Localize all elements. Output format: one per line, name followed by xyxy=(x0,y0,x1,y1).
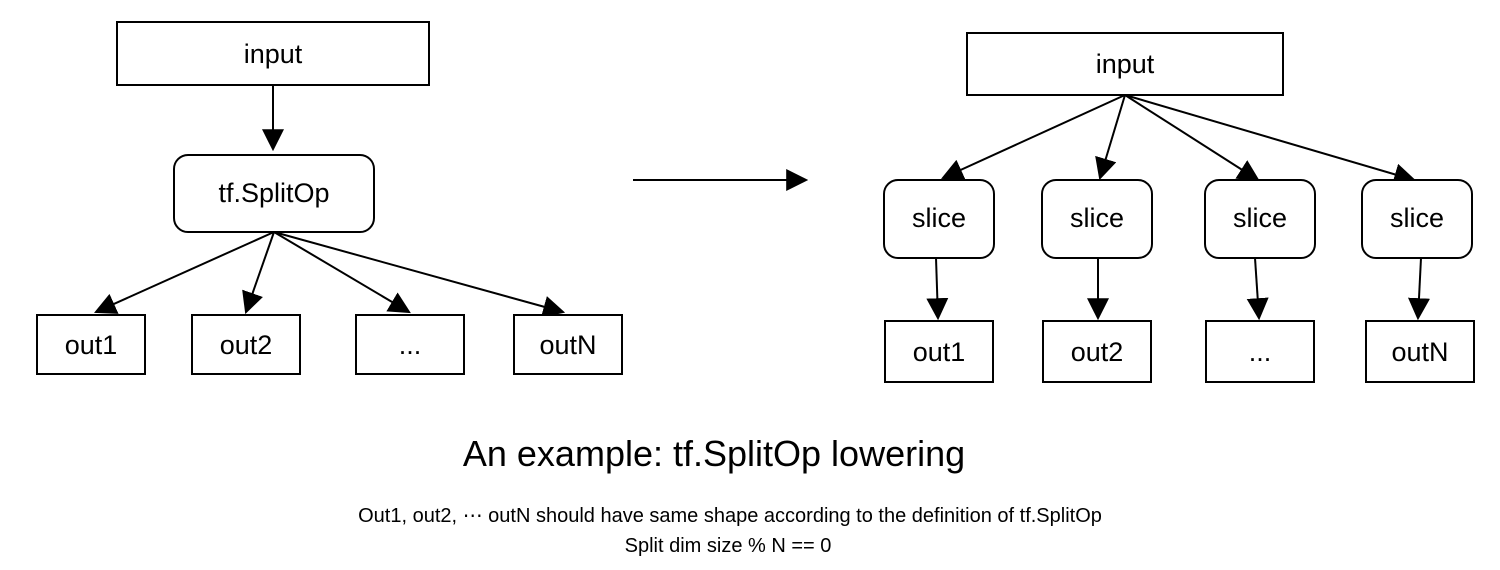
left-input-label: input xyxy=(244,39,303,69)
right-input-node: input xyxy=(966,32,1284,96)
slice-label-4: slice xyxy=(1390,203,1444,233)
split-op-node: tf.SplitOp xyxy=(173,154,375,233)
right-input-label: input xyxy=(1096,49,1155,79)
left-out1-label: out1 xyxy=(65,330,118,360)
left-outN-label: outN xyxy=(539,330,596,360)
op-to-ellipsis-edge xyxy=(273,231,411,314)
caption-note-divisibility: Split dim size % N == 0 xyxy=(624,535,832,557)
right-out2-node: out2 xyxy=(1042,320,1152,383)
input-to-slice1-edge xyxy=(940,94,1126,180)
slice-label-1: slice xyxy=(912,203,966,233)
slice-label-2: slice xyxy=(1070,203,1124,233)
right-outN-label: outN xyxy=(1391,337,1448,367)
slice1-to-out1-edge xyxy=(926,257,949,321)
left-out2-label: out2 xyxy=(220,330,273,360)
slice-node-3: slice xyxy=(1204,179,1316,259)
right-ellipsis-label: ... xyxy=(1249,337,1272,367)
left-ellipsis-label: ... xyxy=(399,330,422,360)
left-out1-node: out1 xyxy=(36,314,146,375)
input-to-slice4-edge xyxy=(1124,94,1417,185)
caption-title: An example: tf.SplitOp lowering xyxy=(462,433,966,474)
slice-node-2: slice xyxy=(1041,179,1153,259)
right-out2-label: out2 xyxy=(1071,337,1124,367)
split-op-label: tf.SplitOp xyxy=(218,178,329,208)
op-to-out2-edge xyxy=(242,231,275,315)
caption-note-shape: Out1, out2, ⋯ outN should have same shap… xyxy=(358,505,1102,527)
left-ellipsis-node: ... xyxy=(355,314,465,375)
slice-node-1: slice xyxy=(883,179,995,259)
slice4-to-outN-edge xyxy=(1408,257,1430,321)
input-to-slice2-edge xyxy=(1095,94,1126,181)
slice-node-4: slice xyxy=(1361,179,1473,259)
input-to-slice3-edge xyxy=(1124,94,1260,182)
left-graph: input tf.SplitOp out1 out2 ... outN xyxy=(36,21,623,375)
right-graph: input slice slice slice slice out1 xyxy=(883,32,1475,383)
right-ellipsis-node: ... xyxy=(1205,320,1315,383)
left-input-node: input xyxy=(116,21,430,86)
left-outN-node: outN xyxy=(513,314,623,375)
slice3-to-ellipsis-edge xyxy=(1246,257,1269,321)
right-out1-node: out1 xyxy=(884,320,994,383)
right-out1-label: out1 xyxy=(913,337,966,367)
op-to-outN-edge xyxy=(273,231,566,318)
slice-label-3: slice xyxy=(1233,203,1287,233)
op-to-out1-edge xyxy=(93,231,275,314)
right-outN-node: outN xyxy=(1365,320,1475,383)
left-out2-node: out2 xyxy=(191,314,301,375)
